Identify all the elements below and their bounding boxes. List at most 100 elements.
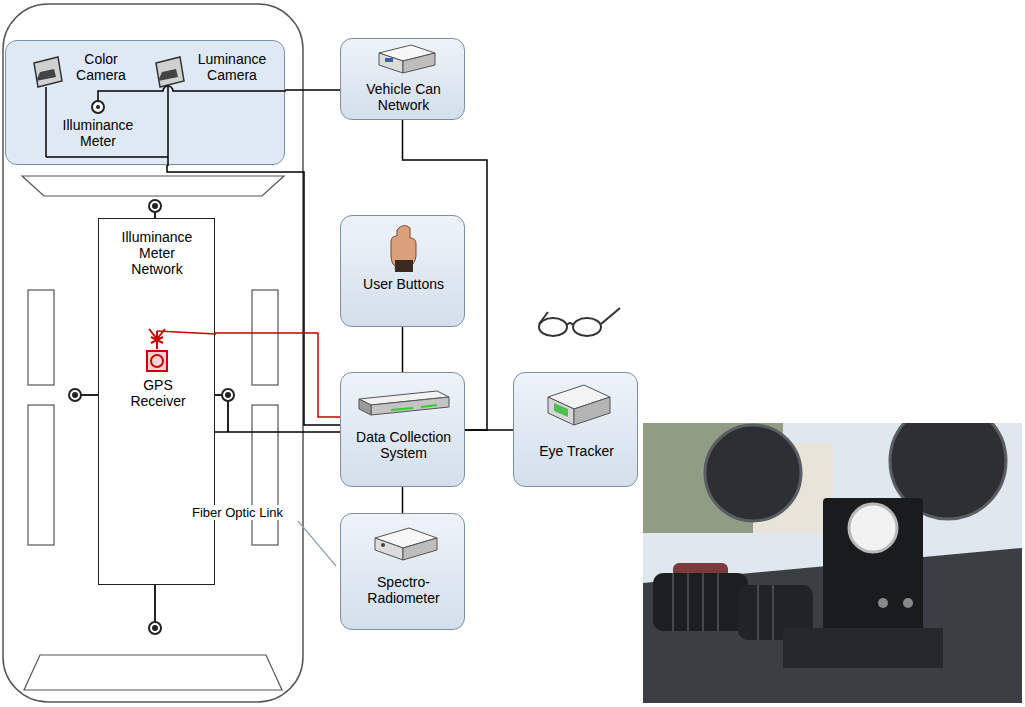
drawn-shape xyxy=(573,318,601,336)
drawn-shape xyxy=(702,573,704,631)
node-label: Eye Tracker xyxy=(518,443,635,459)
drawn-shape xyxy=(252,405,278,545)
drawn-shape xyxy=(385,58,393,62)
drawn-shape xyxy=(379,53,403,73)
car-outline xyxy=(3,4,303,702)
drawn-shape xyxy=(149,329,165,349)
drawn-shape xyxy=(403,538,437,560)
hand-icon xyxy=(341,216,466,272)
drawn-shape xyxy=(601,308,620,324)
drawn-shape xyxy=(28,290,54,385)
callout-label: Fiber Optic Link xyxy=(190,505,285,520)
drawn-shape xyxy=(92,101,104,113)
drawn-shape xyxy=(81,394,98,396)
node-label: Vehicle Can Network xyxy=(345,81,462,113)
drawn-shape xyxy=(903,598,913,608)
device-icon xyxy=(341,39,466,83)
node-label: User Buttons xyxy=(345,276,462,292)
node-label: Illuminance Meter Network xyxy=(112,229,202,277)
drawn-shape xyxy=(3,4,303,702)
drawn-shape xyxy=(391,408,413,410)
device-box: Data Collection System xyxy=(340,372,465,487)
drawn-shape xyxy=(421,405,437,407)
drawn-shape xyxy=(705,425,801,521)
drawn-shape xyxy=(227,401,229,432)
drawn-shape xyxy=(252,290,278,385)
drawn-shape xyxy=(823,498,923,638)
drawn-shape xyxy=(151,355,163,367)
device-box: Vehicle Can Network xyxy=(340,38,465,120)
drawn-shape xyxy=(46,156,168,158)
drawn-shape xyxy=(154,585,156,622)
drawn-shape xyxy=(167,87,169,166)
node-label: GPS Receiver xyxy=(123,377,193,409)
drawn-shape xyxy=(574,397,610,425)
wire-connector xyxy=(402,487,404,513)
drawn-shape xyxy=(672,573,674,631)
node-label: Data Collection System xyxy=(345,429,462,461)
wire-connector xyxy=(465,429,513,431)
device-box: User Buttons xyxy=(340,215,465,327)
device-box: Spectro- Radiometer xyxy=(340,513,465,630)
drawn-shape xyxy=(548,397,574,425)
drawn-shape xyxy=(757,585,759,640)
wire-connector xyxy=(215,333,340,417)
drawn-shape xyxy=(24,655,282,690)
drawn-shape xyxy=(149,622,161,634)
drawn-shape xyxy=(554,403,568,417)
drawn-shape xyxy=(98,86,286,101)
drawn-shape xyxy=(158,69,178,81)
drawn-shape xyxy=(153,626,157,630)
drawn-shape xyxy=(673,573,773,640)
illuminance-meters xyxy=(69,200,234,634)
device-box: Eye Tracker xyxy=(513,372,638,487)
drawn-shape xyxy=(222,389,234,401)
drawn-shape xyxy=(643,423,1022,703)
wire-connector xyxy=(215,431,340,433)
drawn-shape xyxy=(375,538,403,560)
node-label: Luminance Camera xyxy=(184,51,280,83)
drawn-shape xyxy=(783,628,943,668)
meter-network-box: Illuminance Meter NetworkGPS Receiver xyxy=(98,218,215,585)
drawn-shape xyxy=(149,200,161,212)
drawn-shape xyxy=(687,573,689,631)
drawn-shape xyxy=(45,87,47,157)
drawn-shape xyxy=(298,521,336,566)
drawn-shape xyxy=(539,318,567,336)
drawn-shape xyxy=(395,260,413,272)
rack-icon xyxy=(341,373,466,425)
drawn-shape xyxy=(96,105,100,109)
spectroradiometer-icon xyxy=(341,514,466,568)
drawn-shape xyxy=(215,394,222,396)
drawn-shape xyxy=(28,405,54,545)
wire-connector xyxy=(402,327,404,372)
drawn-shape xyxy=(539,312,548,324)
drawn-shape xyxy=(371,397,449,415)
eye-tracker-icon xyxy=(514,373,639,437)
drawn-shape xyxy=(153,204,157,208)
node-label: Spectro- Radiometer xyxy=(345,574,462,606)
drawn-shape xyxy=(73,393,77,397)
glasses-icon xyxy=(539,308,620,336)
photo xyxy=(643,403,1022,703)
drawn-shape xyxy=(717,573,719,631)
drawn-shape xyxy=(147,351,167,371)
drawn-shape xyxy=(653,573,748,631)
node-label: Color Camera xyxy=(64,51,138,83)
drawn-shape xyxy=(226,393,230,397)
drawn-shape xyxy=(157,331,216,334)
drawn-shape xyxy=(69,389,81,401)
drawn-shape xyxy=(403,53,435,73)
drawn-shape xyxy=(772,585,774,640)
wire-connector xyxy=(285,89,340,91)
drawn-shape xyxy=(34,57,62,87)
drawn-shape xyxy=(878,598,888,608)
drawn-shape xyxy=(36,69,56,81)
drawn-shape xyxy=(359,399,371,415)
sensor-panel: Color Camera Luminance CameraIlluminance … xyxy=(5,40,285,165)
node-label: Illuminance Meter xyxy=(52,117,144,149)
drawn-shape xyxy=(381,543,385,547)
drawn-shape xyxy=(22,176,284,196)
drawn-shape xyxy=(567,323,573,325)
